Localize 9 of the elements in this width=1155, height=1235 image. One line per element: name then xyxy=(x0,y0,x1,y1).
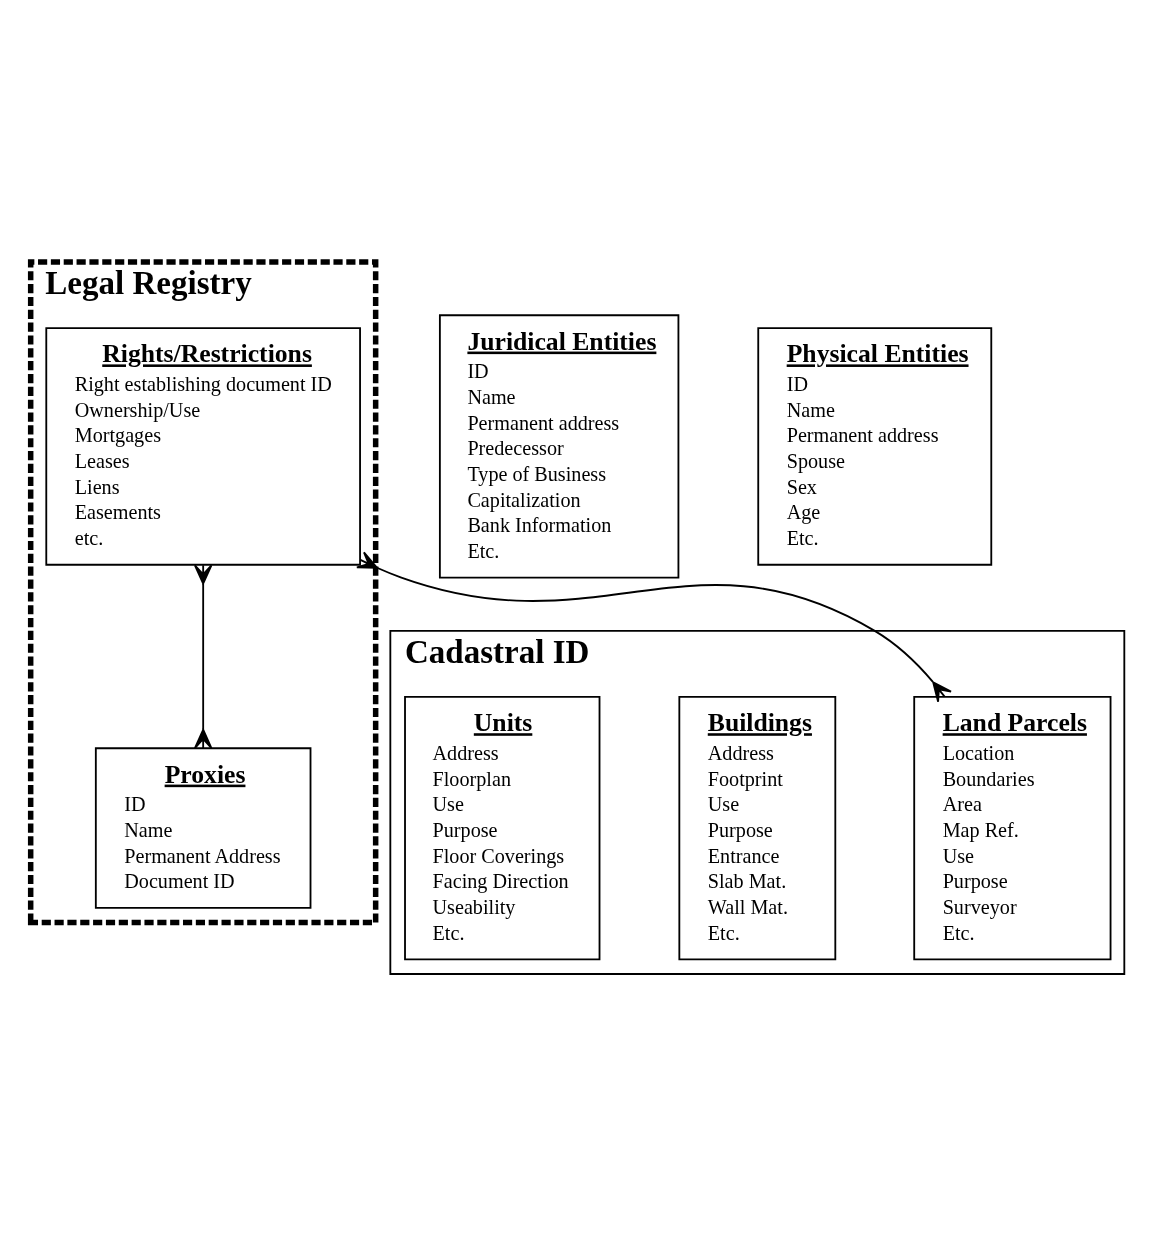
node-box: Physical Entities ID Name Permanent address Spouse Sex Age Etc. xyxy=(757,326,993,566)
node-box: Buildings Address Footprint Use Purpose Entrance Slab Mat. Wall Mat. Etc. xyxy=(678,695,837,960)
node-box: Juridical Entities ID Name Permanent address Predecessor Type of Business Capitalization Bank Information Etc. xyxy=(438,313,680,579)
node-box: Land Parcels Location Boundaries Area Map Ref. Use Purpose Surveyor Etc. xyxy=(913,695,1112,960)
connector xyxy=(194,563,213,749)
connector xyxy=(355,551,952,703)
node-box: Units Address Floorplan Use Purpose Floor Coverings Facing Direction Useability Etc. xyxy=(404,695,601,960)
node-box: Rights/Restrictions Right establishing document ID Ownership/Use Mortgages Leases Liens Easements etc. xyxy=(45,326,361,566)
node-box: Proxies ID Name Permanent Address Document ID xyxy=(94,746,312,909)
